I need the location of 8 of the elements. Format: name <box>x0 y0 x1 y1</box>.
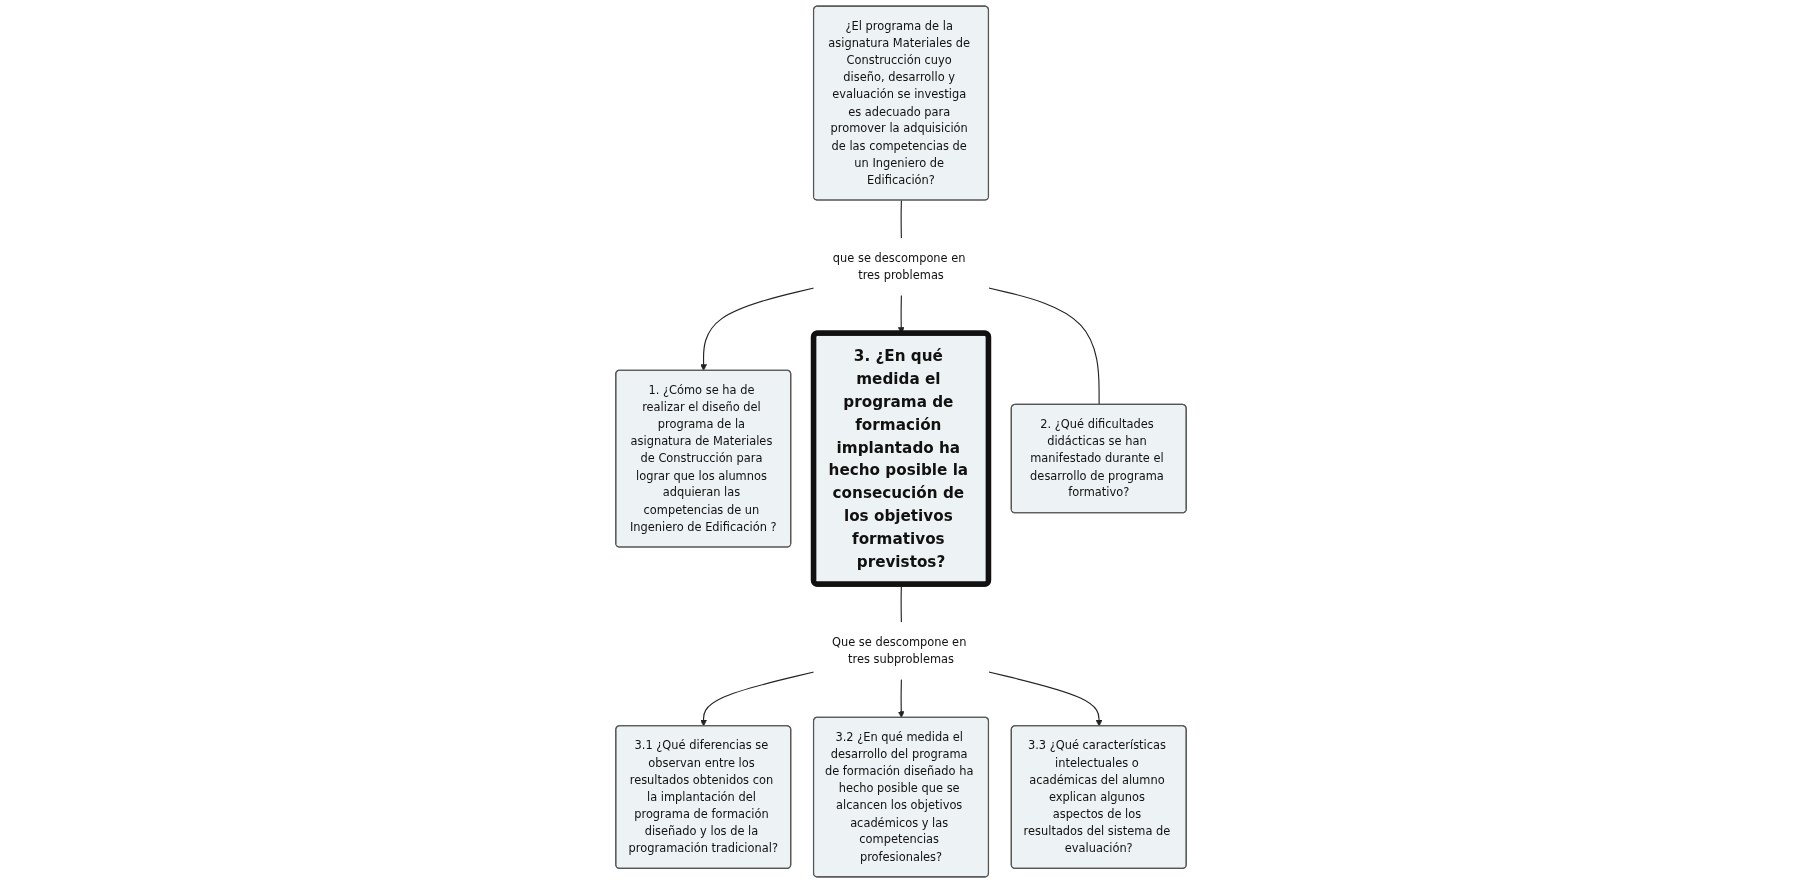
arrow <box>897 678 905 718</box>
connector <box>900 199 902 239</box>
connector <box>988 287 1100 406</box>
node-text: que se descompone en tres problemas <box>832 250 966 282</box>
arrow <box>700 671 815 727</box>
node-text: Que se descompone en tres subproblemas <box>832 635 967 666</box>
arrow <box>700 287 815 371</box>
arrow <box>988 671 1103 727</box>
